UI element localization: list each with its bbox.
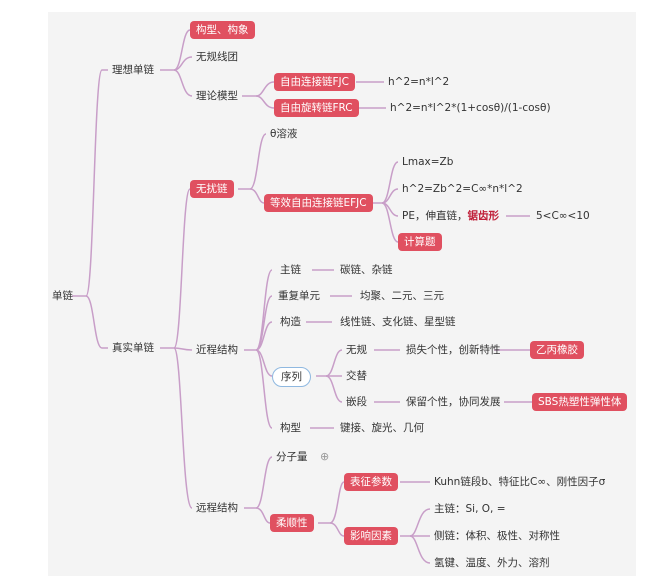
node-h2-formula[interactable]: h^2=Zb^2=C∞*n*l^2 (402, 183, 523, 195)
root-node[interactable]: 单链 (52, 290, 73, 302)
node-conformation[interactable]: 构型、构象 (190, 21, 255, 39)
node-frc-formula[interactable]: h^2=n*l^2*(1+cosθ)/(1-cosθ) (390, 102, 551, 114)
plus-circle-icon[interactable]: ⊕ (320, 450, 330, 463)
node-lmax[interactable]: Lmax=Zb (402, 156, 454, 168)
node-repeat-unit[interactable]: 重复单元 (278, 290, 320, 302)
node-construction[interactable]: 构造 (280, 316, 301, 328)
node-ideal-chain[interactable]: 理想单链 (112, 64, 154, 76)
node-calc-problem[interactable]: 计算题 (398, 233, 442, 251)
node-fjc-formula[interactable]: h^2=n*l^2 (388, 76, 450, 88)
node-characterization-params[interactable]: 表征参数 (344, 473, 398, 491)
node-random-example[interactable]: 乙丙橡胶 (530, 341, 584, 359)
node-random[interactable]: 无规 (346, 344, 367, 356)
node-construction-value[interactable]: 线性链、支化链、星型链 (340, 316, 456, 328)
pe-text: PE，伸直链， (402, 210, 468, 222)
node-repeat-unit-value[interactable]: 均聚、二元、三元 (360, 290, 444, 302)
node-theta-solvent[interactable]: θ溶液 (270, 128, 298, 140)
node-block[interactable]: 嵌段 (346, 396, 367, 408)
node-equivalent-fjc[interactable]: 等效自由连接链EFJC (264, 194, 373, 212)
node-molecular-weight[interactable]: 分子量 (276, 451, 308, 463)
node-factor-side-chain[interactable]: 侧链：体积、极性、对称性 (434, 530, 560, 542)
node-flexibility[interactable]: 柔顺性 (270, 514, 314, 532)
node-influencing-factors[interactable]: 影响因素 (344, 527, 398, 545)
node-configuration-value[interactable]: 键接、旋光、几何 (340, 422, 424, 434)
node-frc[interactable]: 自由旋转链FRC (274, 99, 359, 117)
node-factor-main-chain[interactable]: 主链：Si, O, = (434, 503, 506, 515)
mindmap-canvas (48, 12, 636, 576)
node-c-range[interactable]: 5<C∞<10 (536, 210, 590, 222)
node-configuration[interactable]: 构型 (280, 422, 301, 434)
node-short-range[interactable]: 近程结构 (196, 344, 238, 356)
node-pe[interactable]: PE，伸直链，锯齿形 (402, 209, 499, 223)
node-sequence[interactable]: 序列 (272, 367, 311, 387)
node-random-value[interactable]: 损失个性，创新特性 (406, 344, 501, 356)
node-params-value[interactable]: Kuhn链段b、特征比C∞、刚性因子σ (434, 476, 606, 488)
node-block-value[interactable]: 保留个性，协同发展 (406, 396, 501, 408)
node-unperturbed-chain[interactable]: 无扰链 (190, 180, 234, 198)
node-real-chain[interactable]: 真实单链 (112, 342, 154, 354)
pe-highlight: 锯齿形 (467, 210, 499, 222)
node-block-example[interactable]: SBS热塑性弹性体 (532, 393, 628, 411)
node-factor-other[interactable]: 氢键、温度、外力、溶剂 (434, 557, 550, 569)
node-alternating[interactable]: 交替 (346, 370, 367, 382)
node-main-chain[interactable]: 主链 (280, 264, 301, 276)
node-random-coil[interactable]: 无规线团 (196, 51, 238, 63)
node-fjc[interactable]: 自由连接链FJC (274, 73, 355, 91)
node-main-chain-value[interactable]: 碳链、杂链 (340, 264, 393, 276)
node-theory-model[interactable]: 理论模型 (196, 90, 238, 102)
node-long-range[interactable]: 远程结构 (196, 502, 238, 514)
